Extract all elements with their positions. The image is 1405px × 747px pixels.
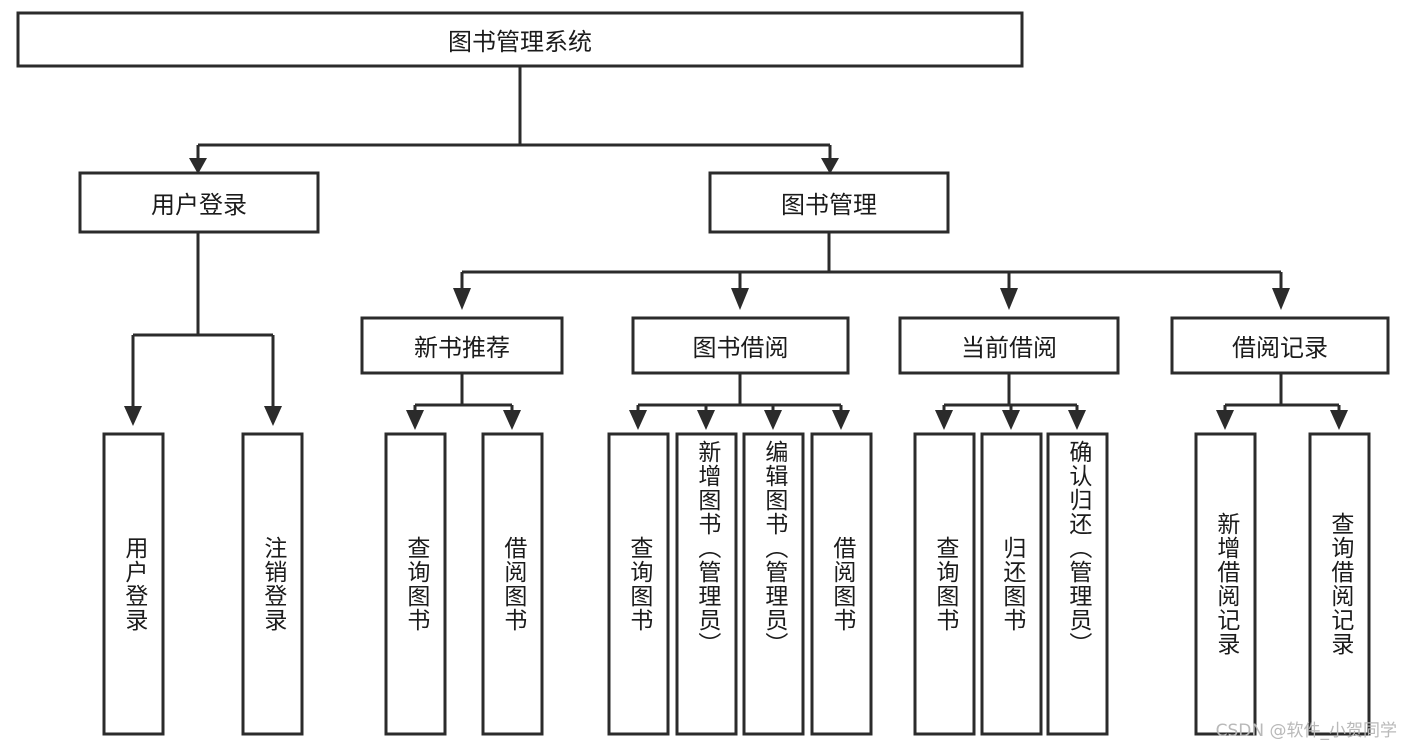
node-book-borrow-box[interactable]	[631, 316, 850, 375]
arrow-head-borrow-record-leaf2	[1330, 410, 1348, 430]
node-borrow-record-box[interactable]	[1170, 316, 1390, 375]
arrow-head-new-book-leaf2	[503, 410, 521, 430]
arrow-head-user-login	[189, 158, 207, 174]
node-root-box[interactable]	[16, 11, 1024, 68]
leaf-box-book-borrow-0[interactable]	[607, 432, 670, 736]
arrow-head-current-borrow-leaf3	[1068, 410, 1086, 430]
leaf-box-user-login-0[interactable]	[102, 432, 165, 736]
arrow-head-book-borrow-leaf3	[764, 410, 782, 430]
node-new-book-box[interactable]	[360, 316, 564, 375]
watermark-label: CSDN @软件_小贺同学	[1215, 721, 1397, 741]
arrow-head-current-borrow-leaf1	[935, 410, 953, 430]
arrow-head-current-borrow	[1000, 288, 1018, 310]
leaf-box-borrow-record-0[interactable]	[1194, 432, 1257, 736]
arrow-head-new-book-leaf1	[406, 410, 424, 430]
leaf-box-current-borrow-1[interactable]	[980, 432, 1043, 736]
arrow-head-book-borrow-leaf2	[697, 410, 715, 430]
arrow-head-book-manage	[821, 158, 839, 174]
leaf-box-book-borrow-2[interactable]	[742, 432, 805, 736]
leaf-box-current-borrow-2[interactable]	[1046, 432, 1109, 736]
leaf-box-user-login-1[interactable]	[241, 432, 304, 736]
leaf-box-borrow-record-1[interactable]	[1308, 432, 1371, 736]
arrow-head-new-book	[453, 288, 471, 310]
arrow-head-book-borrow-leaf1	[629, 410, 647, 430]
arrow-head-current-borrow-leaf2	[1002, 410, 1020, 430]
arrow-head-borrow-record-leaf1	[1216, 410, 1234, 430]
arrow-head-book-borrow	[731, 288, 749, 310]
leaf-box-book-borrow-3[interactable]	[810, 432, 873, 736]
arrow-head-user-login-leaf1	[124, 406, 142, 426]
node-user-login-box[interactable]	[78, 171, 320, 234]
arrow-head-book-borrow-leaf4	[832, 410, 850, 430]
leaf-box-new-book-0[interactable]	[384, 432, 447, 736]
leaf-box-new-book-1[interactable]	[481, 432, 544, 736]
node-current-borrow-box[interactable]	[898, 316, 1120, 375]
leaf-box-current-borrow-0[interactable]	[913, 432, 976, 736]
arrow-head-borrow-record	[1272, 288, 1290, 310]
leaf-box-book-borrow-1[interactable]	[675, 432, 738, 736]
node-book-manage-box[interactable]	[708, 171, 950, 234]
arrow-head-user-login-leaf2	[264, 406, 282, 426]
